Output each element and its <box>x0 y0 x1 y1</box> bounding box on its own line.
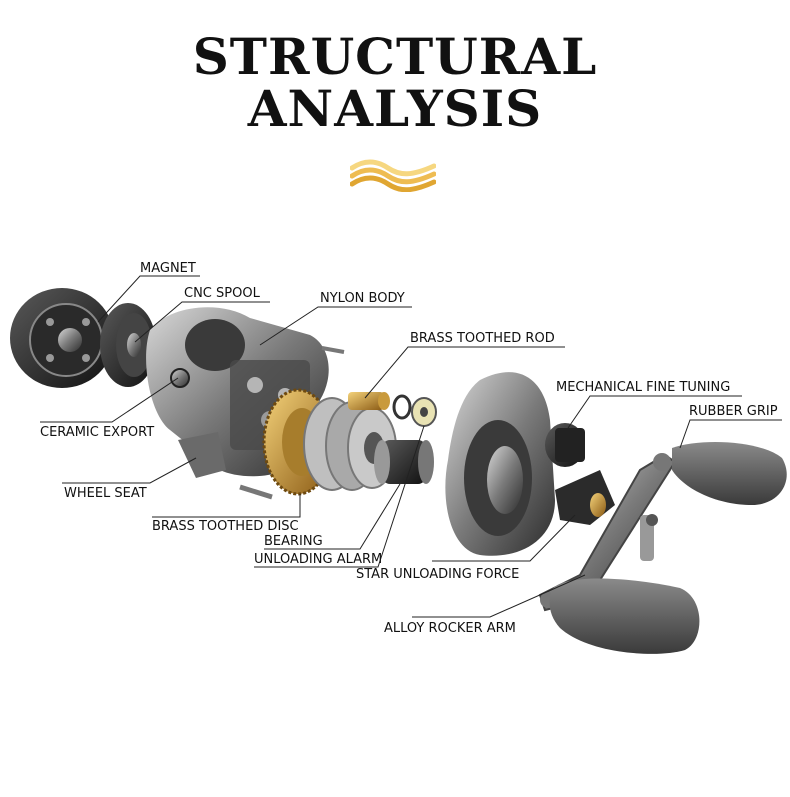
leader-line-mechanical-fine-tuning <box>567 395 742 429</box>
leader-line-nylon-body <box>259 306 412 346</box>
fine-tuning-knob <box>545 423 585 467</box>
leader-line-brass-toothed-disc <box>152 494 301 518</box>
brass-toothed-rod <box>348 392 390 410</box>
leader-line-ceramic-export <box>40 377 179 423</box>
wave-stroke-1 <box>350 159 436 177</box>
wheel-seat <box>178 432 226 478</box>
wave-stroke-2 <box>350 167 436 185</box>
label-magnet: MAGNET <box>140 261 196 276</box>
wave-stroke-3 <box>350 175 436 192</box>
label-brass-toothed-rod: BRASS TOOTHED ROD <box>410 331 555 346</box>
wave-ornament-icon <box>350 159 436 192</box>
screw <box>321 346 345 354</box>
screw <box>239 484 273 500</box>
label-unloading-alarm: UNLOADING ALARM <box>254 552 383 567</box>
leader-line-magnet <box>97 275 200 323</box>
leader-line-alloy-rocker-arm <box>412 574 586 618</box>
drag-washer-stack <box>303 397 397 491</box>
bearing-shaft <box>374 440 434 484</box>
leader-line-wheel-seat <box>62 457 197 484</box>
label-ceramic-export: CERAMIC EXPORT <box>40 425 155 440</box>
cnc-spool <box>100 303 156 387</box>
leader-line-cnc-spool <box>134 301 270 343</box>
label-cnc-spool: CNC SPOOL <box>184 286 260 301</box>
label-bearing: BEARING <box>264 534 323 549</box>
rubber-grip-bottom <box>549 578 700 654</box>
small-ring <box>392 394 412 420</box>
title-line-2: ANALYSIS <box>247 79 543 138</box>
leader-line-bearing <box>264 483 401 550</box>
label-star-unloading-force: STAR UNLOADING FORCE <box>356 567 520 582</box>
leader-line-rubber-grip <box>679 419 782 449</box>
handle-clip <box>640 514 658 561</box>
leader-line-brass-toothed-rod <box>364 346 565 399</box>
label-wheel-seat: WHEEL SEAT <box>64 486 147 501</box>
right-side-plate <box>445 372 555 556</box>
label-nylon-body: NYLON BODY <box>320 291 405 306</box>
star-drag <box>555 470 615 525</box>
magnet-side-plate <box>10 288 114 388</box>
leader-line-star-unloading-force <box>432 514 576 562</box>
title-line-1: STRUCTURAL <box>192 27 598 86</box>
label-brass-toothed-disc: BRASS TOOTHED DISC <box>152 519 299 534</box>
leader-line-unloading-alarm <box>254 425 425 568</box>
label-mechanical-fine-tuning: MECHANICAL FINE TUNING <box>556 380 731 395</box>
label-rubber-grip: RUBBER GRIP <box>689 404 778 419</box>
label-alloy-rocker-arm: ALLOY ROCKER ARM <box>384 621 516 636</box>
rubber-grip-top <box>672 442 787 505</box>
ceramic-bearing <box>411 397 437 427</box>
